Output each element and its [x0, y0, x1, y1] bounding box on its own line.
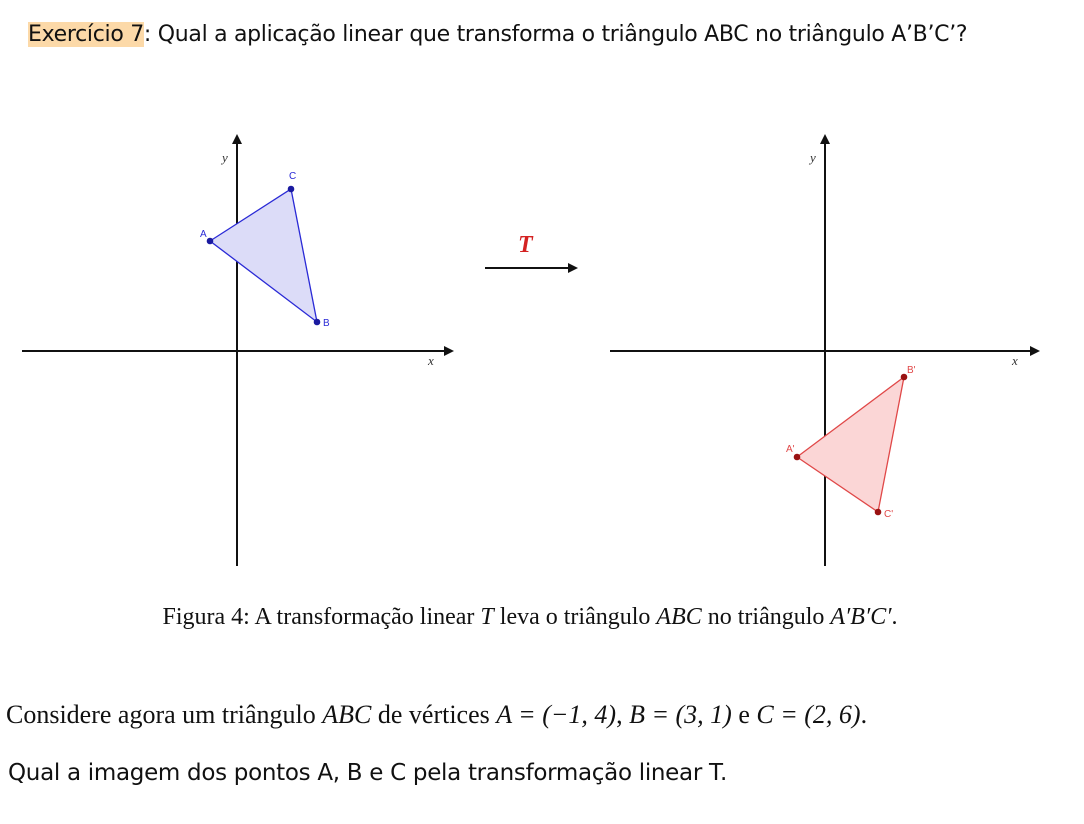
point-c: [287, 185, 295, 193]
statement-mid: de vértices: [371, 700, 497, 729]
left-x-axis-label: x: [427, 353, 434, 368]
point-b: [313, 318, 321, 326]
exercise-question: Qual a aplicação linear que transforma o…: [151, 22, 968, 47]
vertex-c: C = (2, 6): [756, 700, 861, 729]
point-b-prime-label: B': [907, 365, 916, 376]
point-a: [206, 237, 214, 245]
statement-sep1: ,: [616, 700, 630, 729]
transform-label: T: [518, 232, 534, 258]
right-y-axis-label: y: [808, 150, 816, 165]
statement-sep2: e: [731, 700, 757, 729]
transform-arrow-group: T: [485, 232, 578, 273]
exercise-colon: :: [143, 22, 152, 47]
caption-mid2: no triângulo: [701, 604, 831, 630]
problem-question: Qual a imagem dos pontos A, B e C pela t…: [8, 760, 728, 786]
point-c-prime-label: C': [884, 509, 893, 520]
right-x-axis-label: x: [1011, 353, 1018, 368]
transformation-figure: x y A B C T x y A' B' C': [22, 134, 1040, 566]
exercise-label: Exercício 7: [28, 22, 144, 47]
caption-abc-prime: A′B′C′: [830, 604, 892, 630]
triangle-abc: [208, 187, 318, 324]
caption-end: .: [891, 604, 898, 630]
caption-prefix: Figura 4: A transformação linear: [162, 604, 481, 630]
point-a-prime-label: A': [786, 444, 795, 455]
right-plot: x y A' B' C': [610, 134, 1040, 566]
statement-prefix: Considere agora um triângulo: [6, 700, 323, 729]
left-y-axis-label: y: [220, 150, 228, 165]
point-b-prime: [900, 373, 908, 381]
triangle-abc-prime: [795, 375, 905, 514]
caption-abc: ABC: [656, 604, 702, 630]
problem-statement: Considere agora um triângulo ABC de vért…: [6, 700, 867, 730]
point-a-label: A: [200, 229, 207, 240]
point-c-prime: [874, 508, 882, 516]
statement-end: .: [860, 700, 868, 729]
point-b-label: B: [323, 318, 330, 329]
vertex-b: B = (3, 1): [629, 700, 732, 729]
exercise-heading: Exercício 7: Qual a aplicação linear que…: [28, 22, 968, 47]
figure-caption: Figura 4: A transformação linear T leva …: [0, 604, 1060, 631]
point-a-prime: [793, 453, 801, 461]
vertex-a: A = (−1, 4): [496, 700, 617, 729]
left-plot: x y A B C: [22, 134, 454, 566]
caption-t: T: [480, 604, 494, 630]
statement-abc: ABC: [322, 700, 372, 729]
point-c-label: C: [289, 171, 296, 182]
caption-mid: leva o triângulo: [493, 604, 657, 630]
